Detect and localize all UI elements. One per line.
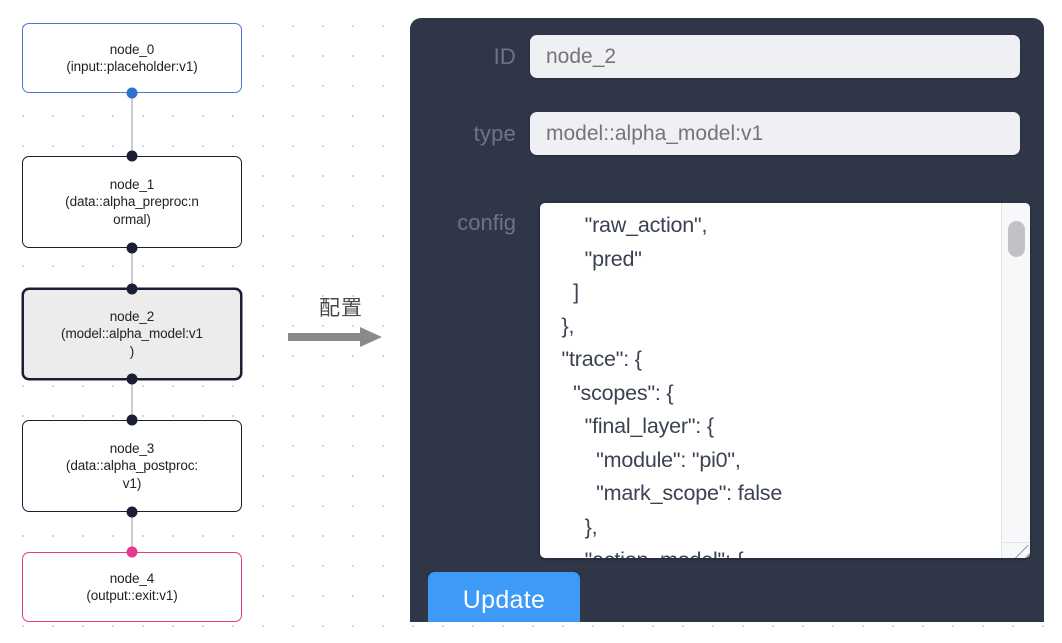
arrow-icon	[286, 326, 396, 348]
edge-node0-node1	[131, 92, 133, 158]
config-scrollbar[interactable]	[1001, 203, 1030, 543]
graph-node-node_1[interactable]: node_1 (data::alpha_preproc:n ormal)	[22, 156, 242, 248]
node_1-target-handle[interactable]	[126, 150, 138, 162]
graph-node-label: node_1 (data::alpha_preproc:n ormal)	[65, 176, 199, 227]
node_0-source-handle[interactable]	[126, 87, 138, 99]
type-row: type	[410, 112, 1020, 155]
node_2-source-handle[interactable]	[126, 373, 138, 385]
graph-node-label: node_4 (output::exit:v1)	[86, 570, 178, 604]
config-textarea[interactable]: "raw_action", "pred" ] }, "trace": { "sc…	[561, 213, 783, 558]
graph-node-node_2[interactable]: node_2 (model::alpha_model:v1 )	[22, 288, 242, 380]
node_4-target-handle[interactable]	[126, 546, 138, 558]
id-field-label: ID	[493, 43, 516, 69]
update-button[interactable]: Update	[428, 572, 580, 622]
annotation-label: 配置	[319, 296, 363, 320]
edge-node3-node4	[131, 510, 133, 554]
graph-node-node_0[interactable]: node_0 (input::placeholder:v1)	[22, 23, 242, 93]
node_3-source-handle[interactable]	[126, 506, 138, 518]
graph-node-label: node_3 (data::alpha_postproc: v1)	[65, 440, 199, 491]
node_3-target-handle[interactable]	[126, 414, 138, 426]
config-editor[interactable]: "raw_action", "pred" ] }, "trace": { "sc…	[540, 203, 1030, 558]
edge-node1-node2	[131, 246, 133, 290]
edge-node2-node3	[131, 378, 133, 422]
annotation-arrow-group: 配置	[286, 296, 396, 358]
graph-node-label: node_2 (model::alpha_model:v1 )	[61, 308, 203, 359]
graph-node-label: node_0 (input::placeholder:v1)	[66, 41, 198, 75]
node-config-panel: ID type config "raw_action", "pred" ] },…	[410, 18, 1044, 622]
config-scrollbar-thumb[interactable]	[1008, 221, 1025, 257]
id-input[interactable]	[530, 35, 1020, 78]
type-input[interactable]	[530, 112, 1020, 155]
node_1-source-handle[interactable]	[126, 242, 138, 254]
graph-node-node_3[interactable]: node_3 (data::alpha_postproc: v1)	[22, 420, 242, 512]
id-row: ID	[410, 35, 1020, 78]
resize-handle-icon[interactable]	[1001, 542, 1030, 558]
graph-node-node_4[interactable]: node_4 (output::exit:v1)	[22, 552, 242, 622]
node_2-target-handle[interactable]	[126, 283, 138, 295]
config-field-label: config	[457, 210, 516, 235]
type-field-label: type	[473, 120, 516, 146]
